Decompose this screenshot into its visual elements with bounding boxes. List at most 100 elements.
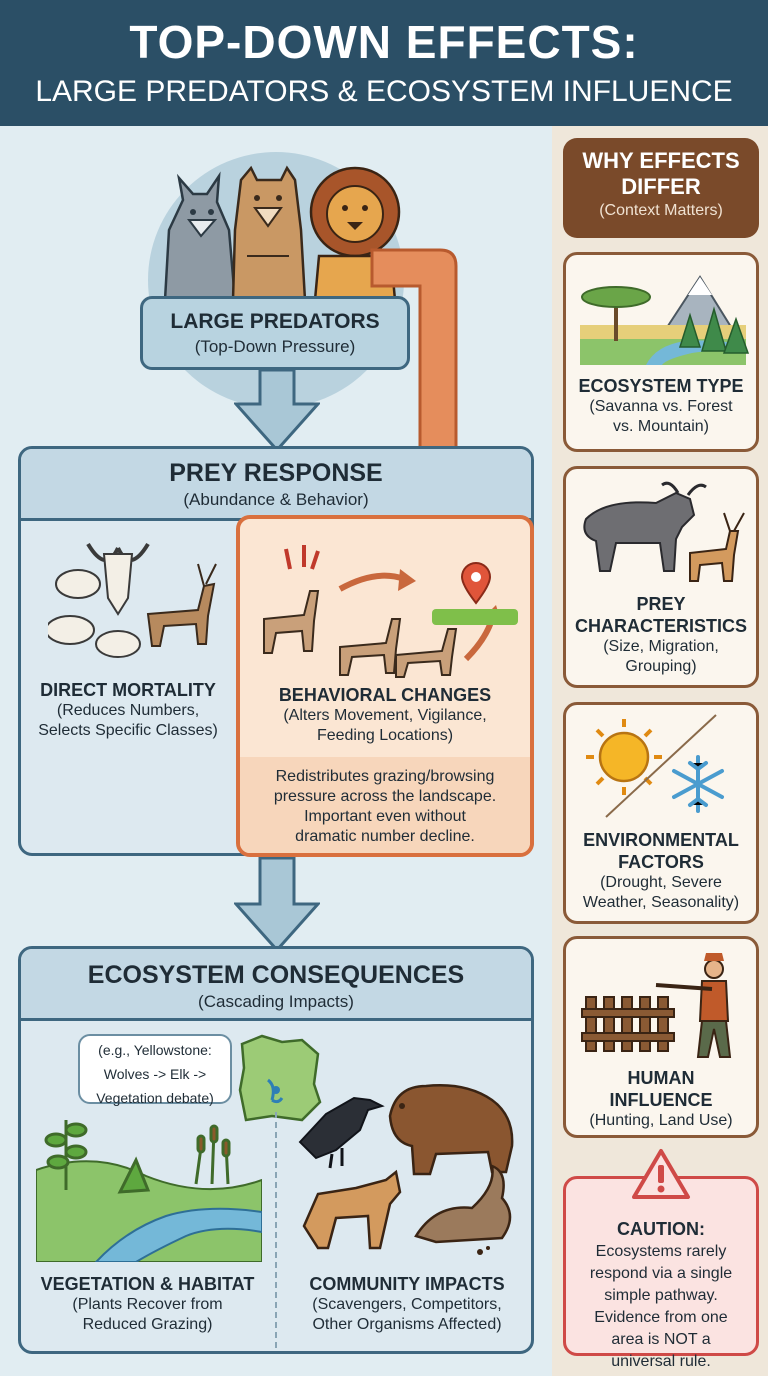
- cougar-icon: [231, 165, 307, 300]
- deer-icon: [689, 512, 745, 582]
- callout-line-3: Vegetation debate): [96, 1090, 214, 1106]
- ecosystem-consequences-header: ECOSYSTEM CONSEQUENCES (Cascading Impact…: [21, 949, 531, 1021]
- ecosystem-divider: [275, 1112, 277, 1348]
- acacia-tree-icon: [581, 286, 651, 341]
- ecosystem-consequences-subtitle: (Cascading Impacts): [198, 992, 354, 1011]
- vegetation-habitat-line-2: Reduced Grazing): [82, 1316, 213, 1333]
- landscape-icon: [580, 275, 750, 365]
- behavioral-note-line-3: Important even without: [304, 808, 466, 825]
- raven-icon: [298, 1096, 385, 1169]
- hunter-icon: [655, 953, 732, 1058]
- environmental-factors-text: ENVIRONMENTAL FACTORS (Drought, Severe W…: [566, 829, 756, 913]
- vegetation-habitat-title: VEGETATION & HABITAT: [40, 1274, 255, 1294]
- ecosystem-type-line-1: (Savanna vs. Forest: [589, 398, 733, 415]
- vegetation-habitat-block: VEGETATION & HABITAT (Plants Recover fro…: [20, 1274, 275, 1335]
- ecosystem-type-line-2: vs. Mountain): [612, 418, 710, 435]
- predators-illustration-icon: [163, 165, 401, 300]
- coyote-icon: [302, 1169, 402, 1250]
- human-title-line-2: INFLUENCE: [609, 1090, 713, 1110]
- behavioral-changes-note: Redistributes grazing/browsing pressure …: [240, 757, 530, 853]
- prey-characteristics-line-1: (Size, Migration,: [603, 638, 719, 655]
- environmental-title-line-1: ENVIRONMENTAL: [583, 830, 739, 850]
- community-impacts-block: COMMUNITY IMPACTS (Scavengers, Competito…: [280, 1274, 534, 1335]
- deer-icon: [263, 590, 458, 678]
- prey-response-header: PREY RESPONSE (Abundance & Behavior): [21, 449, 531, 521]
- prey-characteristics-title-line-1: PREY: [636, 594, 686, 614]
- behavioral-note-line-2: pressure across the landscape.: [273, 788, 497, 805]
- hunter-fence-icon: [581, 953, 732, 1058]
- warning-icon: [632, 1149, 690, 1199]
- prey-characteristics-title-line-2: CHARACTERISTICS: [574, 616, 747, 636]
- page-subtitle: LARGE PREDATORS & ECOSYSTEM INFLUENCE: [35, 75, 733, 108]
- prey-response-subtitle: (Abundance & Behavior): [183, 490, 369, 509]
- environmental-line-1: (Drought, Severe: [600, 874, 722, 891]
- behavioral-changes-panel: BEHAVIORAL CHANGES (Alters Movement, Vig…: [236, 515, 534, 857]
- ecosystem-type-text: ECOSYSTEM TYPE (Savanna vs. Forest vs. M…: [566, 375, 756, 437]
- why-title-line-1: WHY EFFECTS: [582, 148, 740, 173]
- ecosystem-type-title: ECOSYSTEM TYPE: [578, 376, 744, 396]
- deer-movement-icon: [263, 545, 518, 678]
- wildebeest-and-deer-icon: [583, 481, 745, 582]
- human-influence-card: HUMAN INFLUENCE (Hunting, Land Use): [563, 936, 759, 1138]
- wildebeest-icon: [583, 481, 707, 572]
- small-mammals-icon: [414, 1164, 512, 1255]
- page-title: TOP-DOWN EFFECTS:: [129, 16, 639, 68]
- fence-icon: [581, 996, 675, 1052]
- prey-response-title: PREY RESPONSE: [169, 459, 383, 487]
- human-line-1: (Hunting, Land Use): [589, 1112, 733, 1129]
- arrow-down-icon: [234, 856, 320, 952]
- caution-title: CAUTION:: [617, 1219, 705, 1239]
- behavioral-changes-text: BEHAVIORAL CHANGES (Alters Movement, Vig…: [240, 685, 530, 746]
- caution-line-6: universal rule.: [611, 1353, 711, 1370]
- ecosystem-consequences-title: ECOSYSTEM CONSEQUENCES: [87, 961, 465, 989]
- vegetation-river-icon: [36, 1120, 262, 1262]
- bear-icon: [388, 1084, 514, 1176]
- prey-characteristics-card: PREY CHARACTERISTICS (Size, Migration, G…: [563, 466, 759, 688]
- callout-line-1: (e.g., Yellowstone:: [98, 1042, 212, 1058]
- behavioral-note-line-4: dramatic number decline.: [295, 828, 475, 845]
- caution-line-3: simple pathway.: [604, 1287, 718, 1304]
- large-predators-subtitle: (Top-Down Pressure): [194, 337, 356, 356]
- sun-icon: [586, 719, 662, 795]
- prey-characteristics-line-2: Grouping): [625, 658, 697, 675]
- header-banner: TOP-DOWN EFFECTS: LARGE PREDATORS & ECOS…: [0, 0, 768, 126]
- location-pin-icon: [432, 562, 518, 625]
- community-animals-icon: [298, 1084, 514, 1255]
- ecosystem-type-card: ECOSYSTEM TYPE (Savanna vs. Forest vs. M…: [563, 252, 759, 452]
- caution-line-1: Ecosystems rarely: [595, 1243, 727, 1260]
- vegetation-habitat-line-1: (Plants Recover from: [72, 1296, 223, 1313]
- caution-line-5: area is NOT a: [611, 1331, 711, 1348]
- behavioral-changes-line-1: (Alters Movement, Vigilance,: [283, 707, 487, 724]
- caution-box: CAUTION: Ecosystems rarely respond via a…: [563, 1176, 759, 1370]
- environmental-title-line-2: FACTORS: [618, 852, 704, 872]
- human-title-line-1: HUMAN: [627, 1068, 695, 1088]
- community-impacts-title: COMMUNITY IMPACTS: [309, 1274, 505, 1294]
- yellowstone-callout: (e.g., Yellowstone: Wolves -> Elk -> Veg…: [78, 1034, 232, 1106]
- arrow-down-icon: [234, 368, 320, 452]
- behavioral-note-line-1: Redistributes grazing/browsing: [275, 768, 495, 785]
- caution-line-2: respond via a single: [589, 1265, 733, 1282]
- direct-mortality-title: DIRECT MORTALITY: [40, 680, 216, 700]
- deer-icon: [146, 563, 217, 647]
- environmental-factors-card: ENVIRONMENTAL FACTORS (Drought, Severe W…: [563, 702, 759, 924]
- yellowstone-map-icon: [238, 1034, 322, 1122]
- why-title-line-2: DIFFER: [621, 174, 701, 199]
- skulls-and-deer-icon: [48, 542, 217, 658]
- direct-mortality-line-1: (Reduces Numbers,: [56, 702, 200, 719]
- callout-line-2: Wolves -> Elk ->: [103, 1066, 207, 1082]
- environmental-line-2: Weather, Seasonality): [582, 894, 740, 911]
- behavioral-changes-line-2: Feeding Locations): [316, 727, 454, 744]
- sun-snowflake-icon: [586, 714, 724, 818]
- why-subtitle: (Context Matters): [599, 202, 723, 219]
- direct-mortality-line-2: Selects Specific Classes): [38, 722, 218, 739]
- community-impacts-line-1: (Scavengers, Competitors,: [312, 1296, 502, 1313]
- human-influence-text: HUMAN INFLUENCE (Hunting, Land Use): [566, 1067, 756, 1131]
- why-effects-differ-box: WHY EFFECTS DIFFER (Context Matters): [563, 138, 759, 238]
- pine-trees-icon: [678, 306, 750, 354]
- wolf-icon: [163, 171, 237, 300]
- prey-characteristics-text: PREY CHARACTERISTICS (Size, Migration, G…: [566, 593, 756, 677]
- community-impacts-line-2: Other Organisms Affected): [312, 1316, 502, 1333]
- direct-mortality-block: DIRECT MORTALITY (Reduces Numbers, Selec…: [20, 680, 236, 741]
- large-predators-title: LARGE PREDATORS: [170, 310, 380, 333]
- behavioral-changes-title: BEHAVIORAL CHANGES: [278, 685, 492, 705]
